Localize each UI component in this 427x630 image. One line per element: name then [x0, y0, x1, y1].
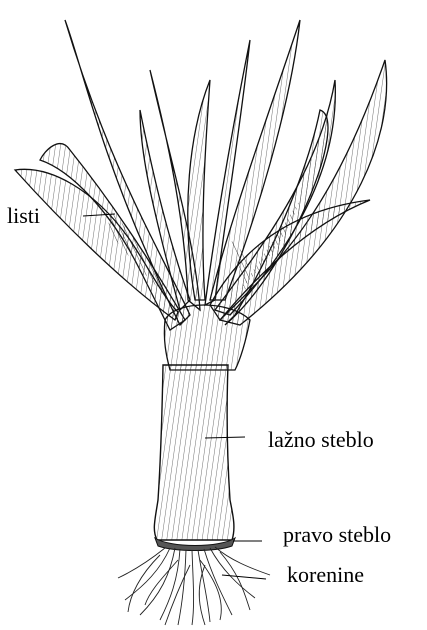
label-leaves: listi — [7, 205, 40, 227]
label-roots: korenine — [287, 564, 364, 586]
roots-drawing — [118, 547, 270, 625]
label-false-stem: lažno steblo — [268, 429, 374, 451]
false-stem-drawing — [154, 365, 234, 540]
leaves-drawing — [15, 20, 387, 330]
label-true-stem: pravo steblo — [283, 524, 391, 546]
leaf-collar — [164, 305, 250, 370]
leader-line-roots — [222, 575, 266, 579]
